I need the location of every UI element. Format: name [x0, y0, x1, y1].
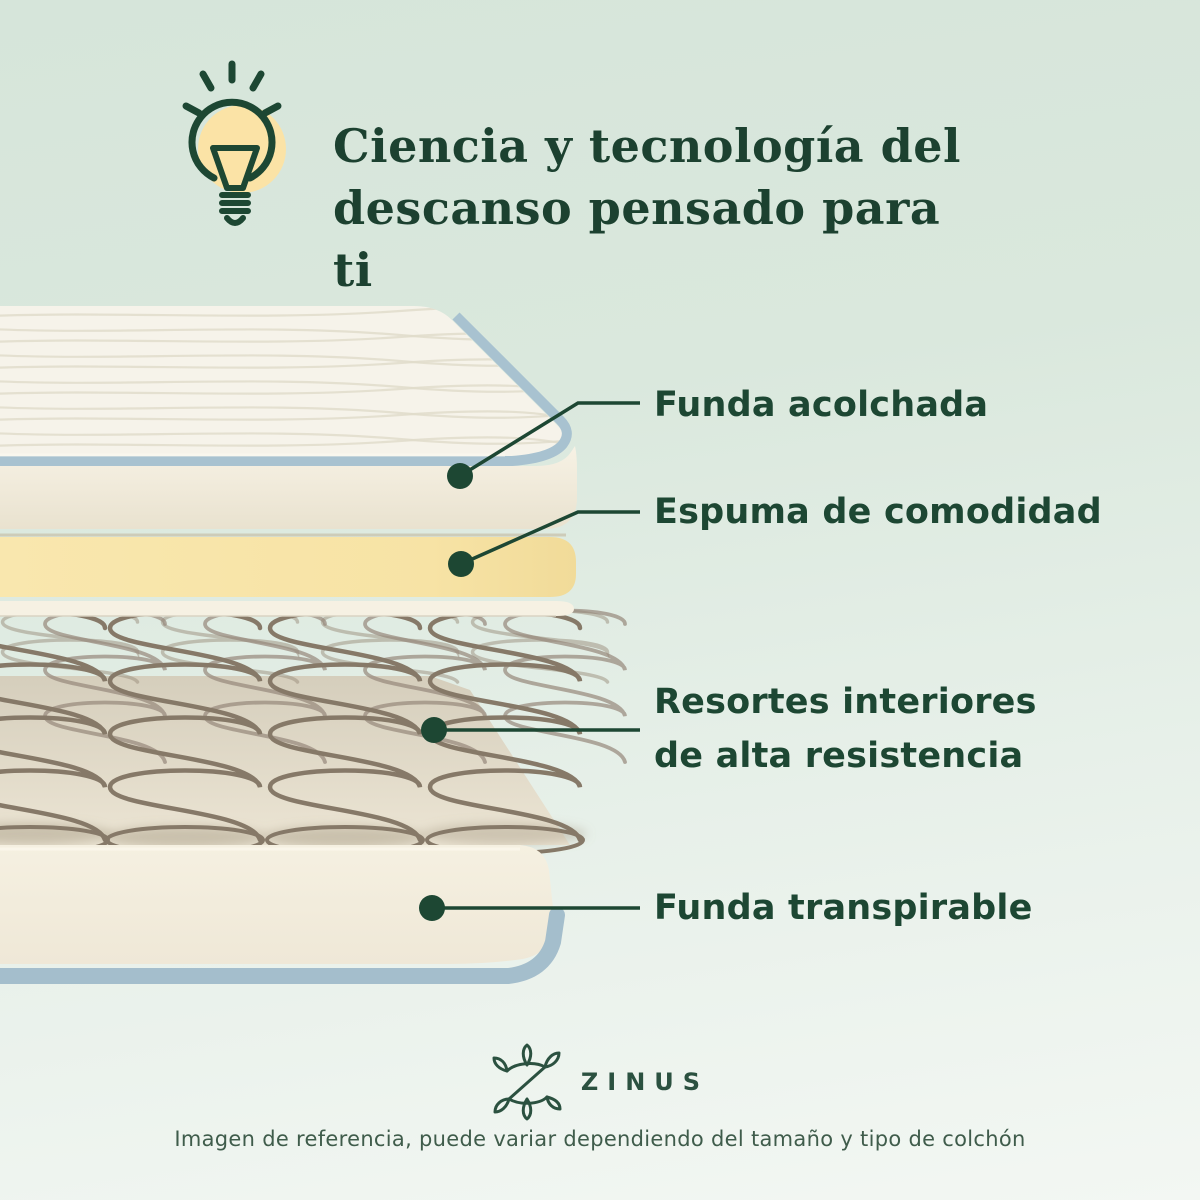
layer-label-funda-transpirable: Funda transpirable: [654, 888, 1033, 928]
callout-dots: [419, 463, 474, 921]
zinus-leaf-logo-icon: [491, 1043, 563, 1121]
callout-line-funda-acolchada: [459, 401, 640, 478]
disclaimer-text: Imagen de referencia, puede variar depen…: [174, 1127, 1026, 1151]
felt-strip: [0, 601, 574, 616]
callout-dot-funda-acolchada: [447, 463, 473, 489]
bottom-piping: [0, 907, 565, 984]
brand-lockup: ZINUS: [0, 1040, 1200, 1124]
base-front-face: [0, 845, 565, 984]
top-piping: [0, 312, 572, 466]
callout-dot-resortes: [421, 717, 447, 743]
layer-label-funda-acolchada: Funda acolchada: [654, 385, 989, 425]
comfort-foam-layer: [0, 533, 576, 597]
layer-label-resortes-interiores: Resortes interiores de alta resistencia: [654, 682, 1037, 776]
page-title: Ciencia y tecnología del descanso pensad…: [333, 118, 962, 297]
callout-line-espuma: [460, 510, 640, 566]
callout-dot-espuma: [448, 551, 474, 577]
callout-lines: [432, 401, 640, 910]
lightbulb-icon: [158, 54, 316, 252]
cover-side-face: [0, 446, 577, 529]
layer-label-espuma-comodidad: Espuma de comodidad: [654, 492, 1102, 532]
quilted-cover-layer: [0, 306, 577, 529]
brand-name: ZINUS: [580, 1068, 710, 1096]
callout-dot-transpirable: [419, 895, 445, 921]
quilted-top-face: [0, 306, 567, 461]
